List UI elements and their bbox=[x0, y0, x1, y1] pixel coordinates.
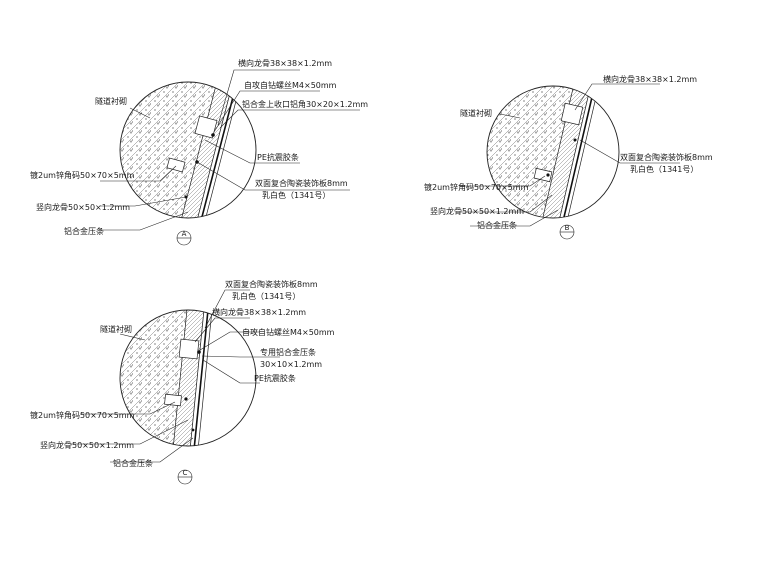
screw-dot bbox=[191, 428, 195, 432]
label-tunnel-lining: 隧道衬砌 bbox=[460, 108, 492, 118]
detail-a: 横向龙骨38×38×1.2mm 自攻自钻螺丝M4×50mm 铝合金上收口铝角30… bbox=[30, 58, 368, 246]
label-al-strip: 铝合金压条 bbox=[64, 226, 104, 236]
detail-mark-a-text: A bbox=[182, 230, 187, 238]
label-panel-line2: 乳白色（1341号） bbox=[630, 164, 698, 174]
label-panel-line1: 双面复合陶瓷装饰板8mm bbox=[225, 279, 318, 289]
detail-c-section bbox=[120, 310, 214, 446]
screw-dot bbox=[211, 133, 215, 137]
label-edge-trim: 铝合金上收口铝角30×20×1.2mm bbox=[242, 99, 368, 109]
screw-dot bbox=[197, 350, 201, 354]
label-special-strip-line1: 专用铝合金压条 bbox=[260, 347, 316, 357]
detail-a-circle bbox=[119, 81, 257, 219]
detail-b-circle bbox=[486, 85, 620, 219]
al-pressure-strip bbox=[192, 310, 210, 446]
label-panel-line1: 双面复合陶瓷装饰板8mm bbox=[620, 152, 713, 162]
label-vertical-keel: 竖向龙骨50×50×1.2mm bbox=[430, 206, 524, 216]
label-zinc-angle: 镀2um锌角码50×70×5mm bbox=[424, 182, 529, 192]
screw-dot bbox=[546, 173, 550, 177]
label-panel-line1: 双面复合陶瓷装饰板8mm bbox=[255, 178, 348, 188]
screw-dot bbox=[184, 397, 188, 401]
label-special-strip-line2: 30×10×1.2mm bbox=[260, 360, 322, 369]
detail-b-section bbox=[487, 86, 601, 218]
label-zinc-angle: 镀2um锌角码50×70×5mm bbox=[30, 170, 135, 180]
zinc-angle-bracket bbox=[166, 157, 186, 173]
label-zinc-angle: 镀2um锌角码50×70×5mm bbox=[30, 410, 135, 420]
label-vertical-keel: 竖向龙骨50×50×1.2mm bbox=[40, 440, 134, 450]
cross-keel-box bbox=[560, 102, 584, 126]
label-vertical-keel: 竖向龙骨50×50×1.2mm bbox=[36, 202, 130, 212]
screw-dot bbox=[573, 138, 577, 142]
label-al-strip: 铝合金压条 bbox=[477, 220, 517, 230]
detail-mark-c-text: C bbox=[183, 469, 188, 477]
detail-mark-b-text: B bbox=[565, 224, 570, 232]
zinc-angle-bracket bbox=[533, 167, 553, 183]
vertical-keel bbox=[175, 82, 237, 218]
label-pe-strip: PE抗震胶条 bbox=[257, 152, 299, 162]
label-tapping-screw: 自攻自钻螺丝M4×50mm bbox=[244, 80, 337, 90]
label-cross-keel: 横向龙骨38×38×1.2mm bbox=[212, 307, 306, 317]
detail-c-circle bbox=[119, 309, 257, 447]
label-tunnel-lining: 隧道衬砌 bbox=[95, 96, 127, 106]
tunnel-lining-fill bbox=[487, 86, 576, 218]
cross-keel-box bbox=[194, 115, 218, 139]
label-cross-keel: 横向龙骨38×38×1.2mm bbox=[238, 58, 332, 68]
cross-keel-box bbox=[178, 338, 200, 360]
label-al-strip: 铝合金压条 bbox=[113, 458, 153, 468]
label-tunnel-lining: 隧道衬砌 bbox=[100, 324, 132, 334]
detail-c: 双面复合陶瓷装饰板8mm 乳白色（1341号） 横向龙骨38×38×1.2mm … bbox=[30, 279, 335, 485]
label-panel-line2: 乳白色（1341号） bbox=[262, 190, 330, 200]
label-pe-strip: PE抗震胶条 bbox=[254, 373, 296, 383]
zinc-angle-bracket bbox=[164, 393, 182, 407]
label-panel-line2: 乳白色（1341号） bbox=[232, 291, 300, 301]
label-cross-keel: 横向龙骨38×38×1.2mm bbox=[603, 74, 697, 84]
al-pressure-strip bbox=[560, 86, 597, 218]
label-tapping-screw: 自攻自钻螺丝M4×50mm bbox=[242, 327, 335, 337]
detail-a-section bbox=[120, 82, 245, 218]
detail-b: 横向龙骨38×38×1.2mm 隧道衬砌 双面复合陶瓷装饰板8mm 乳白色（13… bbox=[424, 74, 713, 240]
